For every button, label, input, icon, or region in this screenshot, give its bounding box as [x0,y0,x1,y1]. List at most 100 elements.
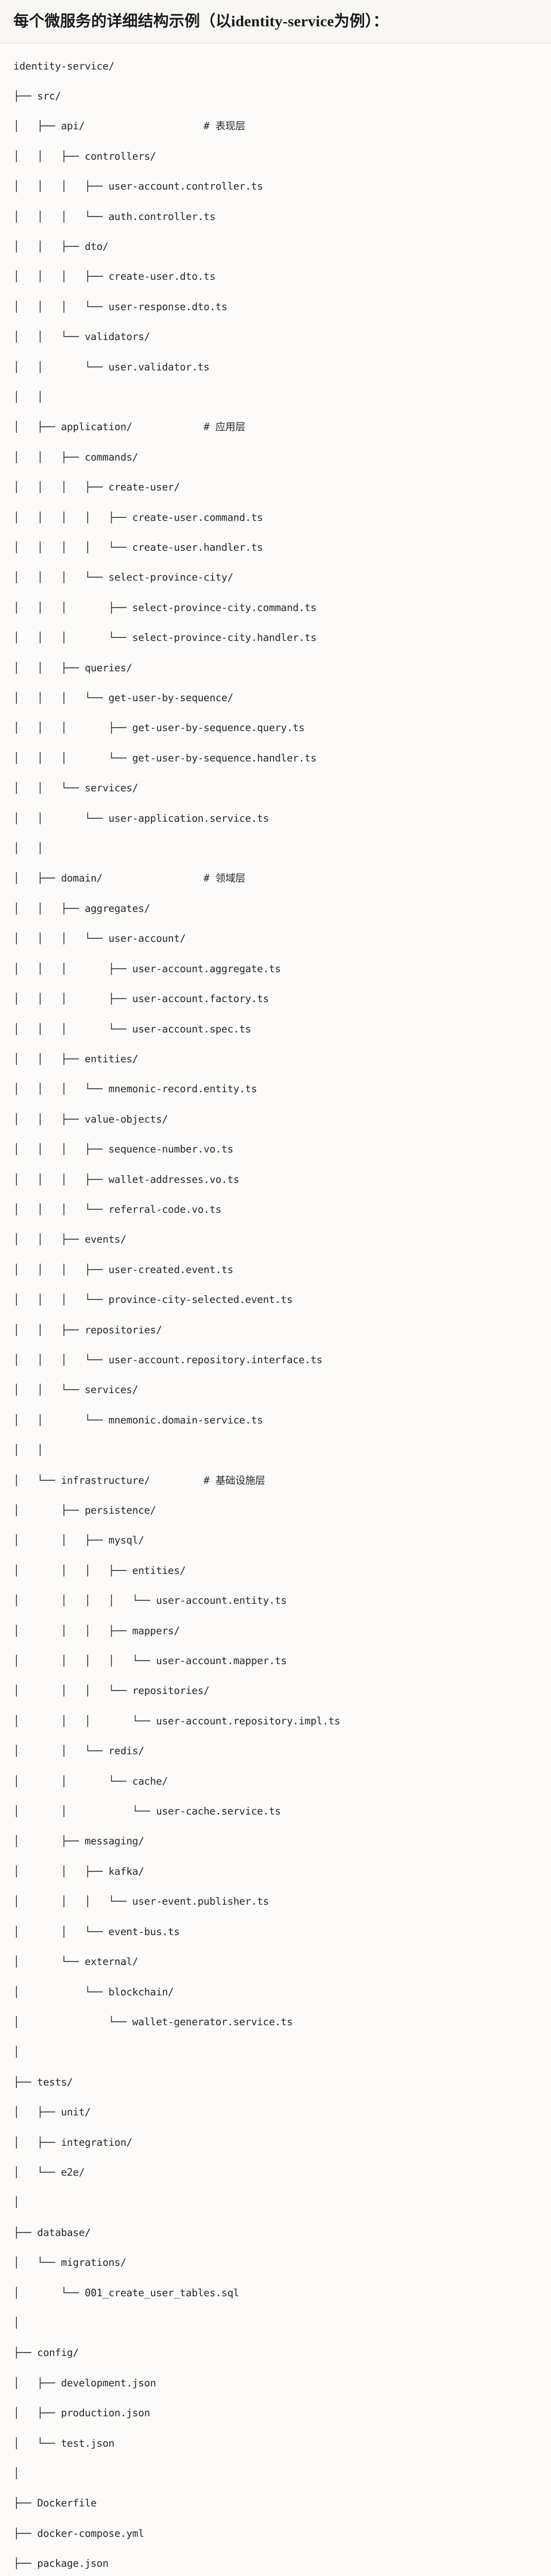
tree-line: ├── tests/ [13,2075,538,2090]
tree-node-label: │ │ ├── mysql/ [13,1534,144,1546]
tree-line: identity-service/ [13,59,538,74]
tree-node-label: │ │ │ └── referral-code.vo.ts [13,1204,221,1215]
tree-node-label: │ │ │ └── province-city-selected.event.t… [13,1294,292,1306]
tree-node-label: │ │ ├── value-objects/ [13,1113,168,1125]
tree-node-label: │ │ │ ├── mappers/ [13,1625,180,1637]
tree-line: │ │ │ └── get-user-by-sequence/ [13,690,538,705]
tree-node-label: │ │ │ ├── entities/ [13,1565,186,1577]
tree-node-label: ├── docker-compose.yml [13,2528,144,2539]
tree-node-label: │ [13,2046,20,2058]
tree-node-label: │ │ │ └── auth.controller.ts [13,211,215,223]
tree-line: │ └── external/ [13,1954,538,1969]
tree-node-comment: # 领域层 [203,872,245,884]
tree-node-comment: # 表现层 [203,120,245,132]
tree-node-label: │ └── blockchain/ [13,1986,174,1998]
tree-node-label: ├── package.json [13,2557,109,2569]
tree-line: │ │ │ │ └── user-account.entity.ts [13,1593,538,1608]
directory-tree-block: identity-service/ ├── src/ │ ├── api/ # … [0,43,551,2576]
tree-node-label: │ ├── domain/ [13,872,203,884]
tree-node-label: │ │ │ └── repositories/ [13,1685,210,1697]
tree-line: │ └── wallet-generator.service.ts [13,2014,538,2029]
tree-line: │ │ ├── aggregates/ [13,901,538,916]
tree-line: │ └── test.json [13,2436,538,2451]
tree-node-comment: # 应用层 [203,421,245,433]
tree-node-label: │ ├── messaging/ [13,1835,144,1847]
tree-node-label: │ │ └── redis/ [13,1745,144,1757]
tree-line: │ │ │ ├── user-account.controller.ts [13,179,538,194]
tree-line: │ │ └── mnemonic.domain-service.ts [13,1413,538,1428]
tree-node-label: │ │ │ └── user-response.dto.ts [13,301,227,313]
tree-line: │ │ │ │ └── create-user.handler.ts [13,540,538,555]
tree-line: │ ├── integration/ [13,2135,538,2150]
tree-node-label: │ [13,2317,20,2329]
tree-node-label: │ │ │ ├── select-province-city.command.t… [13,602,317,614]
tree-line: │ │ │ ├── user-created.event.ts [13,1262,538,1277]
tree-node-label: │ │ │ └── mnemonic-record.entity.ts [13,1083,257,1095]
tree-node-label: │ └── 001_create_user_tables.sql [13,2287,239,2299]
tree-line: │ │ │ └── user-account/ [13,931,538,946]
tree-node-label: │ │ └── user-cache.service.ts [13,1805,281,1817]
tree-line: │ │ │ ├── wallet-addresses.vo.ts [13,1172,538,1187]
tree-node-label: │ │ ├── controllers/ [13,150,156,162]
tree-line: │ │ ├── dto/ [13,239,538,254]
tree-node-label: │ │ │ └── select-province-city/ [13,571,233,583]
tree-line: │ ├── persistence/ [13,1503,538,1518]
tree-node-label: │ ├── persistence/ [13,1504,156,1516]
tree-line: │ │ └── redis/ [13,1743,538,1758]
tree-node-label: │ └── external/ [13,1956,138,1968]
tree-line: │ ├── production.json [13,2405,538,2420]
tree-line: │ │ ├── kafka/ [13,1864,538,1879]
tree-line: │ ├── application/ # 应用层 [13,419,538,434]
tree-node-label: │ │ │ └── user-account/ [13,933,186,944]
tree-line: │ │ ├── events/ [13,1232,538,1247]
tree-node-label: ├── tests/ [13,2076,73,2088]
tree-line: │ └── blockchain/ [13,1985,538,1999]
tree-line: │ │ │ └── user-account.repository.interf… [13,1352,538,1367]
tree-node-label: │ │ └── services/ [13,1384,138,1396]
tree-node-label: │ │ │ │ └── user-account.mapper.ts [13,1655,287,1667]
tree-node-label: │ │ │ └── get-user-by-sequence.handler.t… [13,752,317,764]
tree-node-label: │ │ ├── commands/ [13,451,138,463]
tree-node-label: │ [13,2196,20,2208]
tree-node-comment: # 基础设施层 [203,1475,265,1486]
tree-line: │ │ │ ├── create-user/ [13,480,538,495]
tree-node-label: │ │ │ └── get-user-by-sequence/ [13,692,233,704]
tree-line: │ │ └── user.validator.ts [13,360,538,375]
tree-line: │ │ ├── value-objects/ [13,1112,538,1127]
tree-line: │ │ ├── controllers/ [13,149,538,164]
tree-line: │ │ │ ├── sequence-number.vo.ts [13,1142,538,1157]
tree-line: │ └── migrations/ [13,2255,538,2270]
tree-node-label: │ │ │ └── user-account.repository.interf… [13,1354,322,1366]
tree-line: │ │ │ └── select-province-city.handler.t… [13,630,538,645]
tree-line: │ ├── development.json [13,2376,538,2391]
tree-line: ├── database/ [13,2225,538,2240]
tree-node-label: │ │ │ ├── create-user.dto.ts [13,270,215,282]
tree-line: │ ├── domain/ # 领域层 [13,871,538,886]
tree-node-label: │ │ └── cache/ [13,1775,168,1787]
tree-node-label: │ │ ├── aggregates/ [13,903,150,914]
tree-node-label: ├── src/ [13,90,61,102]
tree-node-label: │ │ └── services/ [13,782,138,794]
page-title: 每个微服务的详细结构示例（以identity-service为例）： [13,11,538,32]
tree-node-label: identity-service/ [13,60,114,72]
tree-node-label: │ └── infrastructure/ [13,1475,203,1486]
tree-line: │ [13,2044,538,2059]
tree-line: │ │ │ ├── get-user-by-sequence.query.ts [13,720,538,735]
tree-node-label: │ │ ├── events/ [13,1233,126,1245]
tree-node-label: │ ├── unit/ [13,2106,91,2118]
tree-node-label: │ │ ├── dto/ [13,241,109,252]
tree-node-label: │ └── e2e/ [13,2166,84,2178]
tree-node-label: │ └── test.json [13,2437,114,2449]
tree-line: ├── docker-compose.yml [13,2526,538,2541]
directory-tree: identity-service/ ├── src/ │ ├── api/ # … [13,59,538,2576]
tree-node-label: │ │ │ ├── create-user/ [13,481,180,493]
tree-line: │ │ └── user-cache.service.ts [13,1804,538,1819]
tree-line: │ │ [13,841,538,856]
tree-line: │ └── e2e/ [13,2165,538,2180]
tree-node-label: │ │ └── validators/ [13,331,150,343]
tree-line: │ └── 001_create_user_tables.sql [13,2285,538,2300]
tree-node-label: │ │ └── event-bus.ts [13,1926,180,1938]
tree-line: │ │ │ │ ├── create-user.command.ts [13,510,538,525]
tree-node-label: │ │ │ └── user-event.publisher.ts [13,1895,269,1907]
